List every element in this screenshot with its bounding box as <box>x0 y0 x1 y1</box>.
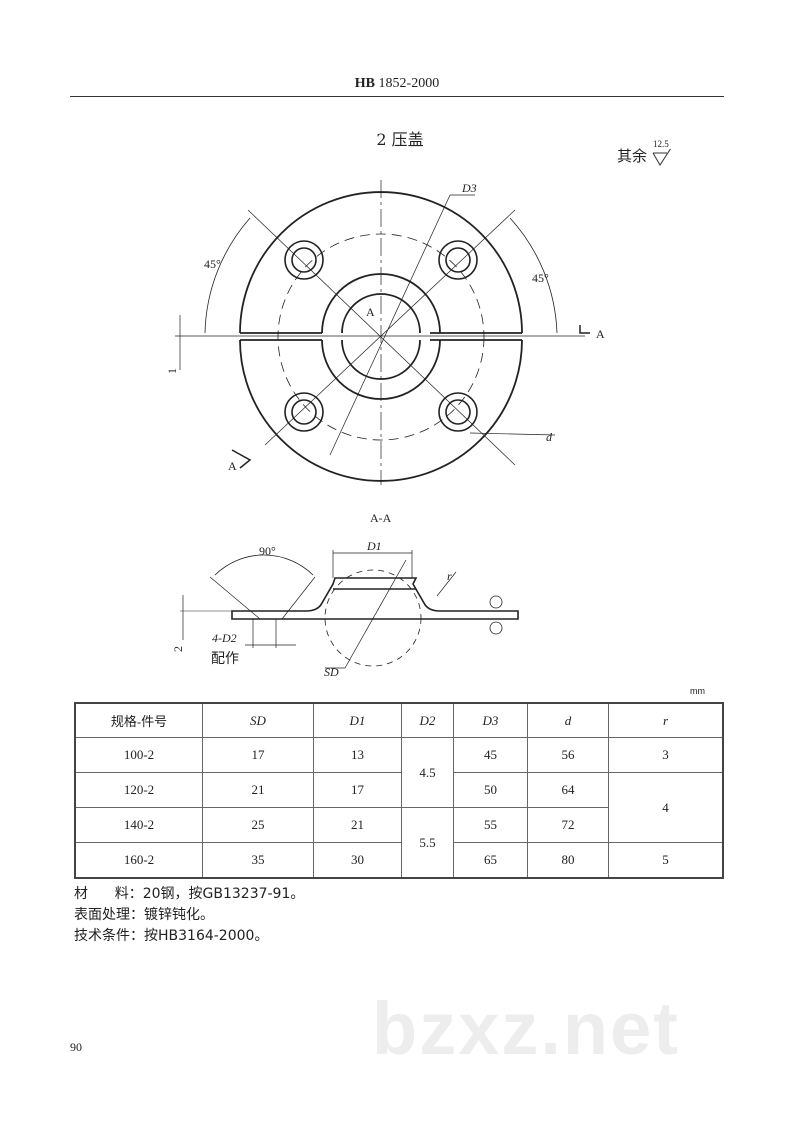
cell-sd: 21 <box>202 772 314 808</box>
cell-d1: 17 <box>313 772 402 808</box>
cell-d1: 21 <box>313 807 402 843</box>
technical-drawing: D3 d 45° 45° A A A 1 A-A 90° D1 r SD <box>165 180 605 679</box>
header-d1: D1 <box>313 702 402 738</box>
cell-d: 64 <box>527 772 609 808</box>
watermark: bzxz.net <box>372 987 680 1070</box>
label-angle-right: 45° <box>532 271 549 285</box>
unit-label: mm <box>690 686 705 696</box>
roughness-label: 其余 <box>617 147 648 165</box>
cell-d2-merged: 5.5 <box>401 807 454 879</box>
label-r: r <box>447 569 452 583</box>
label-section-title: A-A <box>370 511 392 525</box>
label-thickness: 2 <box>171 646 185 652</box>
header-d: d <box>527 702 609 738</box>
header-r: r <box>608 702 724 738</box>
table-row: 100-2 17 13 4.5 45 56 3 <box>74 737 724 808</box>
standard-number: 1852-2000 <box>378 76 440 91</box>
cell-d1: 13 <box>313 737 402 773</box>
roughness-symbol-icon <box>652 149 671 166</box>
table-row: 160-2 35 30 65 80 5 <box>74 842 724 879</box>
label-section-left: A <box>228 459 237 473</box>
cell-d: 56 <box>527 737 609 773</box>
cell-r-merged: 4 <box>608 772 724 843</box>
note-surface: 表面处理：镀锌钝化。 <box>74 907 214 923</box>
label-section-right: A <box>596 327 605 341</box>
section-view <box>180 550 519 669</box>
cell-spec: 100-2 <box>74 737 203 773</box>
standard-prefix: HB <box>354 76 376 91</box>
label-angle-90: 90° <box>259 544 276 558</box>
label-holes: 4-D2 <box>212 631 237 645</box>
standard-header: HB 1852-2000 <box>70 76 724 92</box>
header-d3: D3 <box>453 702 528 738</box>
label-sd: SD <box>324 665 339 679</box>
roughness-value: 12.5 <box>653 139 669 149</box>
label-angle-left: 45° <box>204 257 221 271</box>
cell-d3: 50 <box>453 772 528 808</box>
label-d1: D1 <box>366 539 382 553</box>
label-center-a: A <box>366 305 375 319</box>
plan-view <box>175 180 590 485</box>
label-gap: 1 <box>165 368 179 374</box>
notes: 材 料：20钢，按GB13237-91。 表面处理：镀锌钝化。 技术条件：按HB… <box>74 884 304 947</box>
cell-sd: 17 <box>202 737 314 773</box>
cell-d3: 45 <box>453 737 528 773</box>
header-divider <box>70 96 724 97</box>
spec-table: 规格-件号 SD D1 D2 D3 d r 100-2 17 13 4.5 45… <box>74 702 724 879</box>
cell-spec: 160-2 <box>74 842 203 879</box>
note-technical: 技术条件：按HB3164-2000。 <box>74 928 269 944</box>
cell-d1: 30 <box>313 842 402 879</box>
table-row: 120-2 21 17 50 64 4 <box>74 772 724 843</box>
cell-sd: 35 <box>202 842 314 879</box>
roughness-note: 其余 12.5 <box>617 139 671 166</box>
cell-d3: 65 <box>453 842 528 879</box>
cell-sd: 25 <box>202 807 314 843</box>
header-d2: D2 <box>401 702 454 738</box>
header-spec: 规格-件号 <box>74 702 203 738</box>
cell-r: 5 <box>608 842 724 879</box>
cell-r: 3 <box>608 737 724 773</box>
note-material: 材 料：20钢，按GB13237-91。 <box>74 886 305 902</box>
cell-d2-merged: 4.5 <box>401 737 454 808</box>
cell-spec: 120-2 <box>74 772 203 808</box>
cell-spec: 140-2 <box>74 807 203 843</box>
cell-d: 80 <box>527 842 609 879</box>
table-row: 140-2 25 21 5.5 55 72 <box>74 807 723 879</box>
cell-d3: 55 <box>453 807 528 843</box>
label-d: d <box>546 430 553 444</box>
table-header-row: 规格-件号 SD D1 D2 D3 d r <box>74 702 724 738</box>
page-number: 90 <box>70 1040 82 1054</box>
header-sd: SD <box>202 702 314 738</box>
label-d3: D3 <box>461 181 477 195</box>
cell-d: 72 <box>527 807 609 843</box>
section-title: 2 压盖 <box>376 130 424 149</box>
label-holes-note: 配作 <box>211 651 239 667</box>
